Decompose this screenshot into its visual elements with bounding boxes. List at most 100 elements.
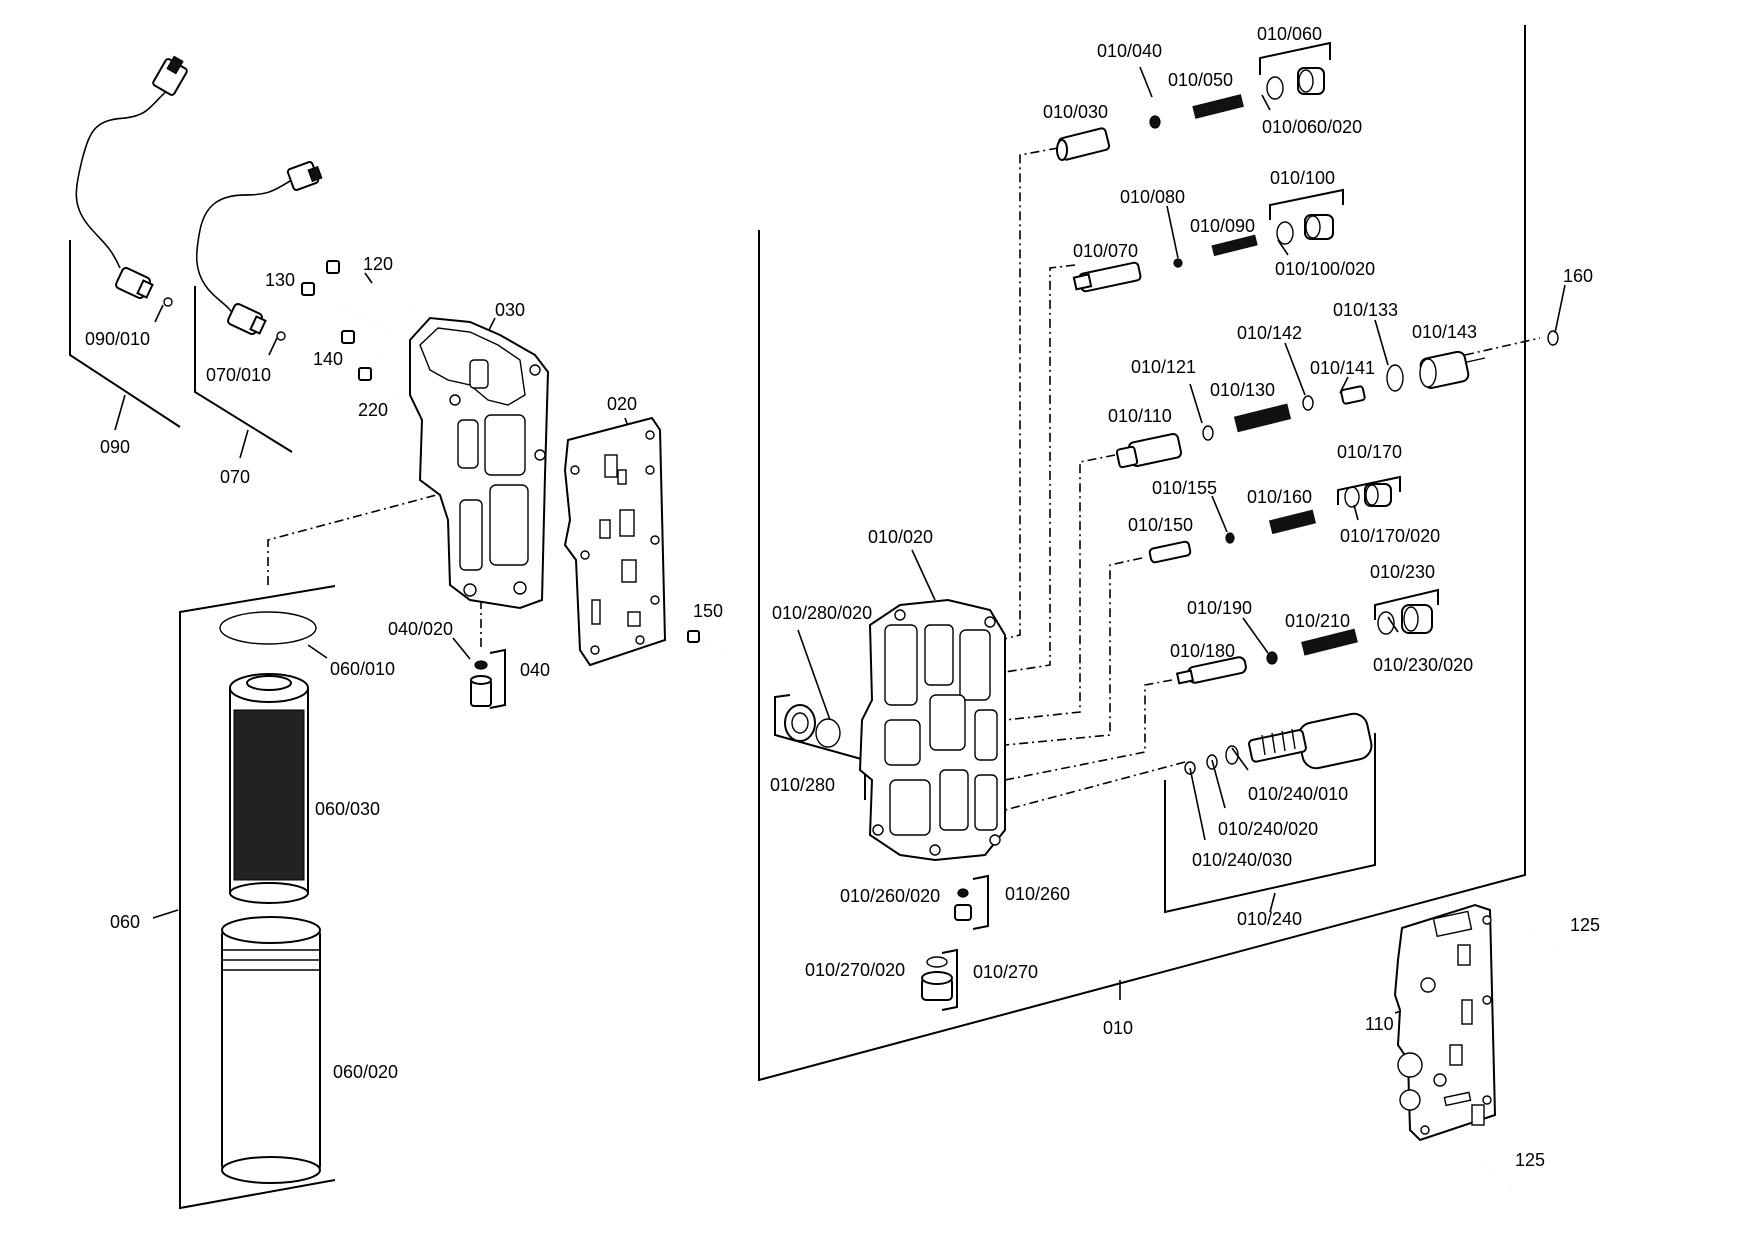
plug-010-143-icon xyxy=(1419,350,1486,389)
group-bracket-010-240 xyxy=(1164,733,1376,914)
label-120: 120 xyxy=(363,254,393,274)
label-070: 070 xyxy=(220,467,250,487)
label-010-260-020: 010/260/020 xyxy=(840,886,940,906)
label-010-150: 010/150 xyxy=(1128,515,1193,535)
label-125-upper: 125 xyxy=(1570,915,1600,935)
plug-040-icon xyxy=(470,660,492,707)
gasket-020-icon xyxy=(563,416,667,667)
o-ring-060-010-icon xyxy=(219,611,317,645)
o-ring-010-240-010-icon xyxy=(1225,745,1239,765)
centerline-010-070 xyxy=(1004,264,1076,673)
spring-010-130-icon xyxy=(1233,403,1292,433)
label-010-160: 010/160 xyxy=(1247,487,1312,507)
leader-010-240-020 xyxy=(1211,759,1226,809)
seal-010-133-icon xyxy=(1386,364,1404,392)
group-bracket-060 xyxy=(179,585,336,1210)
bolt-130-icon xyxy=(301,282,388,331)
bracket-010-100 xyxy=(1269,188,1344,220)
label-010-100: 010/100 xyxy=(1270,168,1335,188)
label-010-020: 010/020 xyxy=(868,527,933,547)
leader-010-060-020 xyxy=(1261,94,1271,111)
bolt-120-icon xyxy=(326,260,411,311)
label-010-270: 010/270 xyxy=(973,962,1038,982)
plunger-010-030-icon xyxy=(1056,127,1111,161)
filter-housing-060-020-icon xyxy=(221,916,321,1184)
bracket-010-230 xyxy=(1374,588,1439,620)
label-010-240-020: 010/240/020 xyxy=(1218,819,1318,839)
label-010-121: 010/121 xyxy=(1131,357,1196,377)
label-010-030: 010/030 xyxy=(1043,102,1108,122)
pin-010-141-icon xyxy=(1340,385,1366,405)
label-125-lower: 125 xyxy=(1515,1150,1545,1170)
bracket-010-270 xyxy=(941,948,958,1011)
label-010-180: 010/180 xyxy=(1170,641,1235,661)
leader-010-133 xyxy=(1374,319,1389,366)
label-010-155: 010/155 xyxy=(1152,478,1217,498)
leader-070 xyxy=(239,429,249,459)
plug-010-100-icon xyxy=(1276,214,1334,245)
label-010-141: 010/141 xyxy=(1310,358,1375,378)
leader-090-010 xyxy=(154,304,164,323)
label-010-190: 010/190 xyxy=(1187,598,1252,618)
valve-010-180-icon xyxy=(1175,656,1247,685)
cover-plate-110-icon xyxy=(1393,903,1497,1142)
label-010-060: 010/060 xyxy=(1257,24,1322,44)
label-010-100-020: 010/100/020 xyxy=(1275,259,1375,279)
sensor-070-icon xyxy=(196,161,323,341)
label-010-050: 010/050 xyxy=(1168,70,1233,90)
label-220: 220 xyxy=(358,400,388,420)
bracket-010-260 xyxy=(972,874,989,930)
label-010-240-030: 010/240/030 xyxy=(1192,850,1292,870)
label-010-090: 010/090 xyxy=(1190,216,1255,236)
centerline-010-240 xyxy=(1004,761,1186,811)
label-010-130: 010/130 xyxy=(1210,380,1275,400)
o-ring-010-240-020-icon xyxy=(1206,754,1218,770)
label-150: 150 xyxy=(693,601,723,621)
label-060-010: 060/010 xyxy=(330,659,395,679)
ball-010-080-icon xyxy=(1173,258,1183,268)
plug-010-280-icon xyxy=(784,704,841,748)
plug-010-230-icon xyxy=(1377,604,1433,635)
screw-150-icon xyxy=(687,630,727,654)
label-090-010: 090/010 xyxy=(85,329,150,349)
label-010-080: 010/080 xyxy=(1120,187,1185,207)
leader-090 xyxy=(114,394,126,431)
leader-010-240 xyxy=(1269,892,1276,913)
label-010-060-020: 010/060/020 xyxy=(1262,117,1362,137)
ball-010-040-icon xyxy=(1149,115,1161,129)
label-010-210: 010/210 xyxy=(1285,611,1350,631)
pin-125-upper-icon xyxy=(1529,929,1559,951)
label-010-070: 010/070 xyxy=(1073,241,1138,261)
leader-160 xyxy=(1554,284,1566,334)
label-010: 010 xyxy=(1103,1018,1133,1038)
plug-010-270-icon xyxy=(921,956,953,1001)
leader-120 xyxy=(364,272,373,284)
centerline-010-180 xyxy=(1004,679,1173,781)
spring-010-090-icon xyxy=(1211,234,1258,257)
leader-010-142 xyxy=(1284,342,1306,396)
leader-010-170-020 xyxy=(1353,504,1359,521)
valve-010-070-icon xyxy=(1072,261,1142,293)
valve-010-150-icon xyxy=(1148,540,1192,564)
leader-040-020 xyxy=(452,637,471,660)
bolt-140-icon xyxy=(341,330,384,358)
label-010-143: 010/143 xyxy=(1412,322,1477,342)
washer-010-121-icon xyxy=(1202,425,1214,441)
label-010-230-020: 010/230/020 xyxy=(1373,655,1473,675)
centerline-filter xyxy=(267,489,456,585)
spring-010-210-icon xyxy=(1301,628,1358,656)
ball-010-190-icon xyxy=(1266,651,1278,665)
label-010-280-020: 010/280/020 xyxy=(772,603,872,623)
washer-010-142-icon xyxy=(1302,395,1314,411)
leader-010-121 xyxy=(1189,383,1203,424)
centerline-160 xyxy=(1464,337,1541,356)
centerline-010-030 xyxy=(999,147,1059,641)
leader-010-240-030 xyxy=(1189,767,1206,841)
label-060-030: 060/030 xyxy=(315,799,380,819)
filter-element-060-030-icon xyxy=(229,673,309,904)
label-010-240-010: 010/240/010 xyxy=(1248,784,1348,804)
label-010-240: 010/240 xyxy=(1237,909,1302,929)
label-010-110: 010/110 xyxy=(1108,406,1172,426)
label-010-040: 010/040 xyxy=(1097,41,1162,61)
